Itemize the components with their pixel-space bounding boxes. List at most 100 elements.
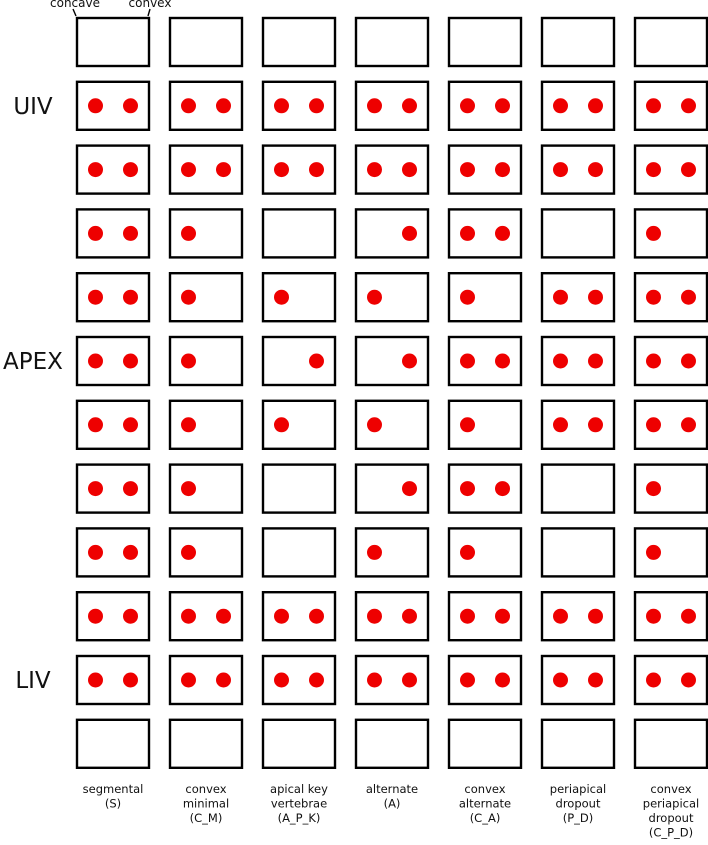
vertebra-box (261, 591, 337, 642)
vertebra-box (75, 527, 151, 578)
vertebra-box (633, 463, 708, 514)
convex-screw-dot (495, 98, 510, 114)
convex-screw-dot (495, 481, 510, 497)
convex-screw-dot (402, 353, 417, 369)
vertebra-box (168, 399, 244, 450)
vertebra-box (261, 654, 337, 706)
row-label-uiv: UIV (13, 94, 53, 120)
convex-screw-dot (588, 289, 603, 305)
convex-screw-dot (309, 672, 324, 688)
concave-screw-dot (367, 162, 382, 178)
vertebra-box (633, 208, 708, 259)
convex-screw-dot (588, 353, 603, 369)
concave-screw-dot (88, 672, 103, 688)
vertebra-box (75, 272, 151, 323)
vertebra-box (354, 591, 430, 642)
column-label-alternate: alternate(A) (366, 782, 418, 811)
convex-screw-dot (588, 672, 603, 688)
concave-screw-dot (274, 289, 289, 305)
concave-screw-dot (460, 162, 475, 178)
concave-screw-dot (646, 608, 661, 624)
convex-screw-dot (495, 225, 510, 241)
vertebra-box (633, 718, 708, 769)
convex-screw-dot (123, 481, 138, 497)
concave-screw-dot (88, 608, 103, 624)
vertebra-box (354, 208, 430, 259)
concave-screw-dot (274, 672, 289, 688)
concave-screw-dot (367, 289, 382, 305)
vertebra-box (540, 527, 616, 578)
vertebra-box (447, 654, 523, 706)
vertebra-box (261, 399, 337, 450)
column-label-line: (A) (384, 797, 401, 811)
vertebra-box (354, 399, 430, 450)
convex-screw-dot (495, 672, 510, 688)
convex-screw-dot (681, 417, 696, 433)
concave-screw-dot (646, 353, 661, 369)
vertebra-box (75, 208, 151, 259)
vertebra-box (633, 272, 708, 323)
concave-screw-dot (181, 481, 196, 497)
column-label-line: periapical (550, 782, 606, 796)
column-label-line: convex (185, 782, 226, 796)
concave-screw-dot (460, 608, 475, 624)
vertebra-box (633, 527, 708, 578)
convex-label: convex (129, 0, 172, 10)
concave-screw-dot (367, 98, 382, 114)
vertebra-box (261, 144, 337, 195)
concave-screw-dot (88, 225, 103, 241)
convex-screw-dot (681, 289, 696, 305)
concave-screw-dot (181, 225, 196, 241)
row-label-apex: APEX (3, 349, 63, 375)
vertebra-box (540, 16, 616, 68)
vertebra-box (168, 654, 244, 706)
concave-screw-dot (274, 608, 289, 624)
vertebra-box (633, 591, 708, 642)
vertebra-box (540, 144, 616, 195)
concave-screw-dot (460, 225, 475, 241)
convex-screw-dot (402, 481, 417, 497)
vertebra-box (540, 335, 616, 387)
vertebra-box (75, 718, 151, 769)
convex-screw-dot (216, 672, 231, 688)
concave-screw-dot (646, 289, 661, 305)
convex-screw-dot (123, 98, 138, 114)
concave-screw-dot (460, 672, 475, 688)
vertebra-box (168, 718, 244, 769)
concave-screw-dot (553, 289, 568, 305)
convex-screw-dot (123, 162, 138, 178)
vertebra-box (75, 144, 151, 195)
column-label-line: convex (650, 782, 691, 796)
vertebra-box (354, 527, 430, 578)
column-label-line: (A_P_K) (278, 811, 321, 825)
convex-screw-dot (309, 353, 324, 369)
vertebra-box (261, 335, 337, 387)
vertebra-box (168, 591, 244, 642)
vertebra-box (447, 80, 523, 132)
column-label-line: minimal (183, 797, 229, 811)
vertebra-box (168, 463, 244, 514)
column-label-line: dropout (649, 811, 694, 825)
convex-screw-dot (495, 608, 510, 624)
concave-screw-dot (553, 353, 568, 369)
concave-screw-dot (553, 608, 568, 624)
concave-screw-dot (460, 289, 475, 305)
column-label-segmental: segmental(S) (83, 782, 144, 811)
convex-screw-dot (588, 608, 603, 624)
concave-screw-dot (88, 289, 103, 305)
concave-screw-dot (88, 162, 103, 178)
vertebra-box (447, 527, 523, 578)
vertebra-box (633, 80, 708, 132)
convex-screw-dot (681, 98, 696, 114)
concave-screw-dot (460, 98, 475, 114)
vertebra-box (540, 272, 616, 323)
convex-screw-dot (123, 225, 138, 241)
vertebra-box (633, 399, 708, 450)
convex-screw-dot (588, 162, 603, 178)
concave-screw-dot (181, 289, 196, 305)
vertebra-box (261, 718, 337, 769)
vertebra-box (75, 80, 151, 132)
